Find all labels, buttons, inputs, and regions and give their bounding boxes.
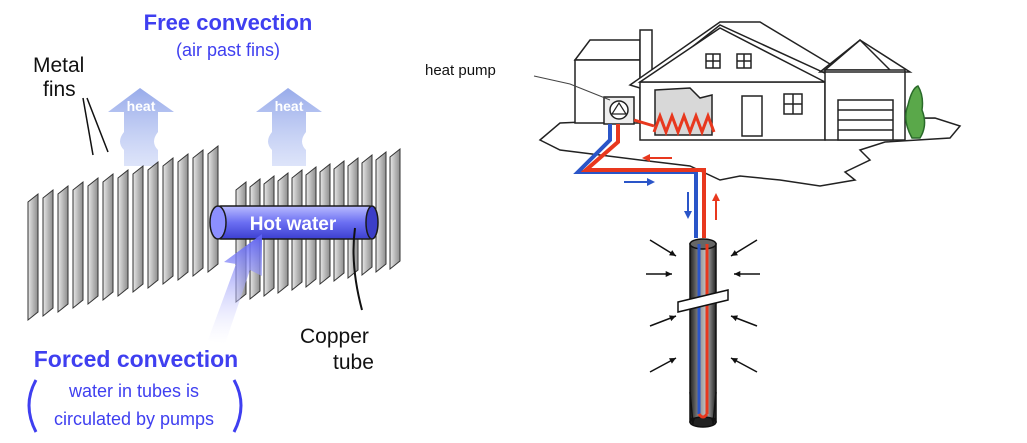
heat-arrow-right: heat bbox=[256, 88, 322, 166]
return-pipe bbox=[573, 124, 698, 238]
window-top-right bbox=[736, 53, 752, 69]
free-convection-subtitle: (air past fins) bbox=[176, 40, 280, 60]
heat-pump-label: heat pump bbox=[425, 62, 496, 79]
metal-fin bbox=[162, 156, 174, 286]
hot-water-label: Hot water bbox=[250, 214, 337, 235]
metal-fin bbox=[177, 152, 189, 282]
ground-heat-arrowhead bbox=[734, 270, 741, 278]
heat-arrow-left: heat bbox=[108, 88, 174, 166]
paren-left bbox=[27, 379, 38, 433]
ground-heat-arrowhead bbox=[731, 250, 738, 256]
coil-feed bbox=[633, 118, 655, 128]
ground-heat-arrowhead bbox=[669, 250, 676, 256]
radiator-diagram: heat heat Hot water Free convection (air… bbox=[27, 10, 401, 433]
tube-label: tube bbox=[333, 351, 374, 374]
metal-fin bbox=[102, 172, 114, 302]
metal-fin bbox=[375, 150, 387, 274]
metal-fin bbox=[147, 160, 159, 290]
window-top-left bbox=[705, 53, 721, 69]
metal-fin bbox=[389, 147, 401, 271]
metal-fin bbox=[117, 168, 129, 298]
heat-label-left: heat bbox=[127, 98, 156, 114]
metal-fin bbox=[72, 180, 84, 310]
ground-heat-arrows bbox=[646, 239, 760, 425]
paren-right bbox=[232, 379, 243, 433]
flow-arrow-red-left bbox=[642, 154, 672, 162]
metal-fin bbox=[42, 188, 54, 318]
ground-heat-arrowhead bbox=[665, 270, 672, 278]
free-convection-title: Free convection bbox=[144, 10, 313, 35]
fins-label: fins bbox=[43, 78, 76, 101]
flow-arrow-red-up bbox=[712, 193, 720, 220]
ground-heat-arrowhead bbox=[669, 315, 676, 322]
metal-label: Metal bbox=[33, 54, 84, 77]
metal-fin bbox=[57, 184, 69, 314]
forced-convection-line-2: circulated by pumps bbox=[54, 409, 214, 429]
geothermal-heat-pump-diagram bbox=[533, 21, 962, 428]
forced-convection-title: Forced convection bbox=[34, 346, 238, 372]
forced-convection-arrow bbox=[208, 234, 262, 344]
metal-fin bbox=[132, 164, 144, 294]
fins-leader-2 bbox=[86, 97, 109, 153]
metal-fin bbox=[27, 192, 39, 322]
ground-heat-arrowhead bbox=[731, 315, 738, 322]
ground-heat-arrowhead bbox=[669, 358, 676, 364]
flow-arrow-blue-down bbox=[684, 192, 692, 219]
supply-pipe bbox=[580, 124, 706, 238]
heat-pump-leader bbox=[533, 75, 611, 101]
flow-arrow-blue-right bbox=[624, 178, 655, 186]
ground-heat-arrowhead bbox=[731, 358, 738, 364]
forced-convection-line-1: water in tubes is bbox=[68, 381, 199, 401]
copper-label: Copper bbox=[300, 325, 369, 348]
front-door bbox=[741, 95, 763, 137]
metal-fin bbox=[192, 148, 204, 278]
copper-tube-leader bbox=[352, 227, 363, 311]
radiant-heat-coil bbox=[652, 111, 716, 137]
copper-tube: Hot water bbox=[209, 205, 379, 240]
shrub bbox=[905, 85, 926, 139]
house-garage bbox=[817, 38, 913, 141]
ground-heat-arrowhead bbox=[689, 417, 696, 424]
fins-leader-1 bbox=[82, 97, 94, 156]
heat-pump-unit bbox=[603, 96, 635, 125]
borehole-well bbox=[677, 238, 729, 428]
ground-heat-arrowhead bbox=[710, 417, 717, 424]
heat-label-right: heat bbox=[275, 98, 304, 114]
metal-fin bbox=[87, 176, 99, 306]
window-right bbox=[783, 93, 803, 115]
